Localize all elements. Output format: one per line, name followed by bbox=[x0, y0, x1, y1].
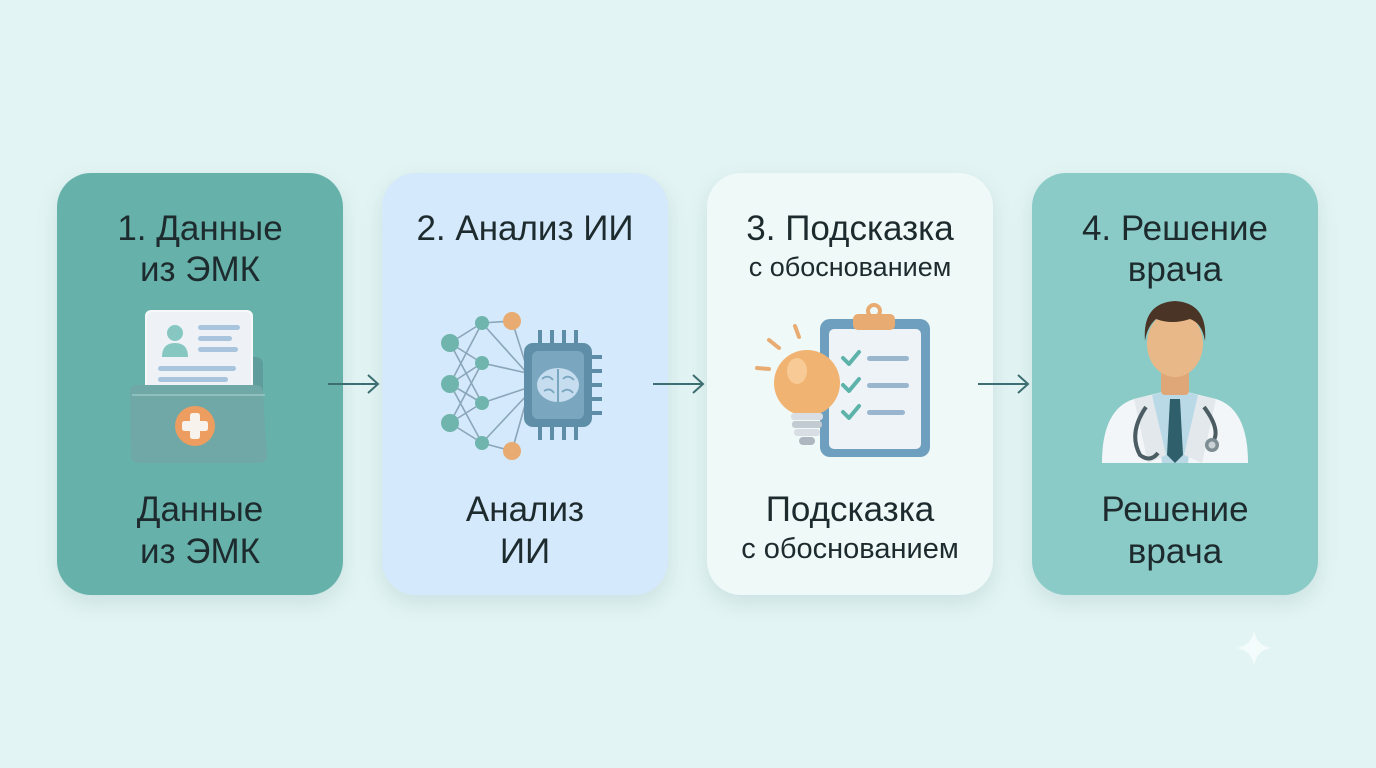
step-card-ehr-data: 1. Данные из ЭМК Данные из ЭМК bbox=[57, 173, 343, 595]
step-caption-line1: Анализ bbox=[465, 490, 585, 529]
step-card-hint: 3. Подсказка с обоснованием Подсказка bbox=[707, 173, 993, 595]
step-title-line1: 2. Анализ ИИ bbox=[416, 209, 634, 248]
step-caption-line2: с обоснованием bbox=[741, 533, 959, 565]
step-caption-line2: из ЭМК bbox=[139, 532, 261, 571]
step-title: 4. Решение врача bbox=[1042, 208, 1308, 290]
step-caption: Решение врача bbox=[1042, 489, 1308, 573]
lightbulb-checklist-icon bbox=[755, 303, 930, 457]
ai-chip-brain-icon bbox=[441, 312, 602, 460]
step-caption-line1: Данные bbox=[136, 490, 264, 529]
step-caption: Анализ ИИ bbox=[392, 489, 658, 573]
step-title-line2: из ЭМК bbox=[139, 250, 261, 289]
step-title-line1: 1. Данные bbox=[117, 209, 283, 248]
doctor-icon bbox=[1102, 301, 1248, 463]
step-title: 3. Подсказка с обоснованием bbox=[717, 208, 983, 285]
arrow-right-icon bbox=[328, 374, 380, 394]
step-caption-line2: ИИ bbox=[499, 532, 551, 571]
step-caption-line1: Подсказка bbox=[765, 490, 935, 529]
arrow-right-icon bbox=[978, 374, 1030, 394]
step-caption: Данные из ЭМК bbox=[67, 489, 333, 573]
step-caption: Подсказка с обоснованием bbox=[717, 489, 983, 567]
step-title-line1: 4. Решение bbox=[1081, 209, 1269, 248]
step-title: 2. Анализ ИИ bbox=[392, 208, 658, 249]
medical-record-folder-icon bbox=[129, 310, 267, 463]
step-caption-line1: Решение bbox=[1101, 490, 1249, 529]
step-card-ai-analysis: 2. Анализ ИИ bbox=[382, 173, 668, 595]
step-title: 1. Данные из ЭМК bbox=[67, 208, 333, 290]
step-title-line2: врача bbox=[1127, 250, 1223, 289]
step-caption-line2: врача bbox=[1127, 532, 1223, 571]
step-card-doctor-decision: 4. Решение врача Решение врача bbox=[1032, 173, 1318, 595]
arrow-right-icon bbox=[653, 374, 705, 394]
step-title-line1: 3. Подсказка bbox=[746, 209, 954, 248]
sparkle-icon bbox=[1236, 630, 1272, 666]
step-title-line2: с обоснованием bbox=[748, 252, 952, 282]
